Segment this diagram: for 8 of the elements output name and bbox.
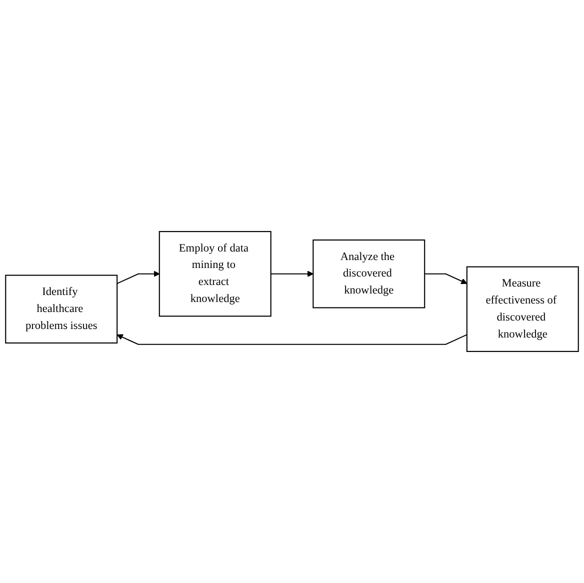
arrow xyxy=(116,334,468,345)
node-box: Employ of data mining to extract knowledge xyxy=(158,231,272,317)
node-box: Measure effectiveness of discovered knowledge xyxy=(466,266,579,352)
arrow xyxy=(424,273,468,284)
arrow xyxy=(270,270,314,277)
node-box: Identify healthcare problems issues xyxy=(5,274,118,344)
arrow xyxy=(116,270,160,284)
node-box: Analyze the discovered knowledge xyxy=(312,239,426,308)
